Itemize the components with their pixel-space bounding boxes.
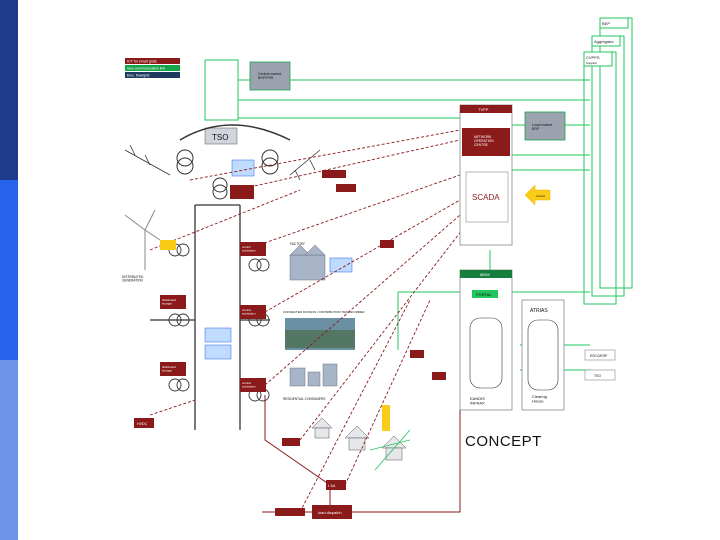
control-arrow-icon xyxy=(524,184,551,206)
legend-item-2: new communication link xyxy=(127,67,165,71)
tvpp-label: TVPP xyxy=(478,107,489,112)
ha-label: H&A xyxy=(328,484,336,488)
tso-small-label: TSO xyxy=(594,374,601,378)
accent-band-top xyxy=(0,0,18,180)
accent-band-bottom xyxy=(0,360,18,540)
portal-label: PORTAL xyxy=(476,292,492,297)
tso-box xyxy=(204,127,238,145)
wind-turbine-icon xyxy=(124,209,161,270)
hvdc-label: HVDC xyxy=(137,422,148,426)
central-market-box xyxy=(249,61,291,91)
svg-text:BEP: BEP xyxy=(602,21,610,26)
houses-label: RESIDENTIAL CONSUMERS xyxy=(283,397,325,401)
scada-label: SCADA xyxy=(472,193,500,202)
cvpps-label: CVPPS xyxy=(586,55,600,60)
control-label: control xyxy=(536,194,545,198)
cvpps-sublabel: Supplier xyxy=(586,61,597,65)
load-dispatch-label: load dispatch xyxy=(318,510,342,515)
apartments-label: CONNECTED DIVISION = DISTRIBUTION TRANSF… xyxy=(283,310,365,314)
legend: ICT for smart grids new communication li… xyxy=(125,58,180,78)
apartment-icon xyxy=(289,363,338,387)
factory-icon xyxy=(289,244,326,281)
accent-band-middle xyxy=(0,180,18,360)
mdm-label: MDM xyxy=(480,272,490,277)
legend-item-3: Elec. flow/grid xyxy=(127,74,149,78)
legend-item-1: ICT for smart grids xyxy=(127,60,157,64)
factory-label: FACTORY xyxy=(290,242,306,246)
house-icons xyxy=(311,417,407,461)
concept-caption: CONCEPT xyxy=(465,433,542,450)
aggregator-label: Aggregator xyxy=(594,39,614,44)
panel-aggregator xyxy=(591,35,625,297)
local-market-box xyxy=(524,111,566,141)
esco-label: ESCO/ESP xyxy=(590,354,608,358)
atrias-label: ATRIAS xyxy=(530,308,548,314)
tso-label: TSO xyxy=(212,133,228,142)
